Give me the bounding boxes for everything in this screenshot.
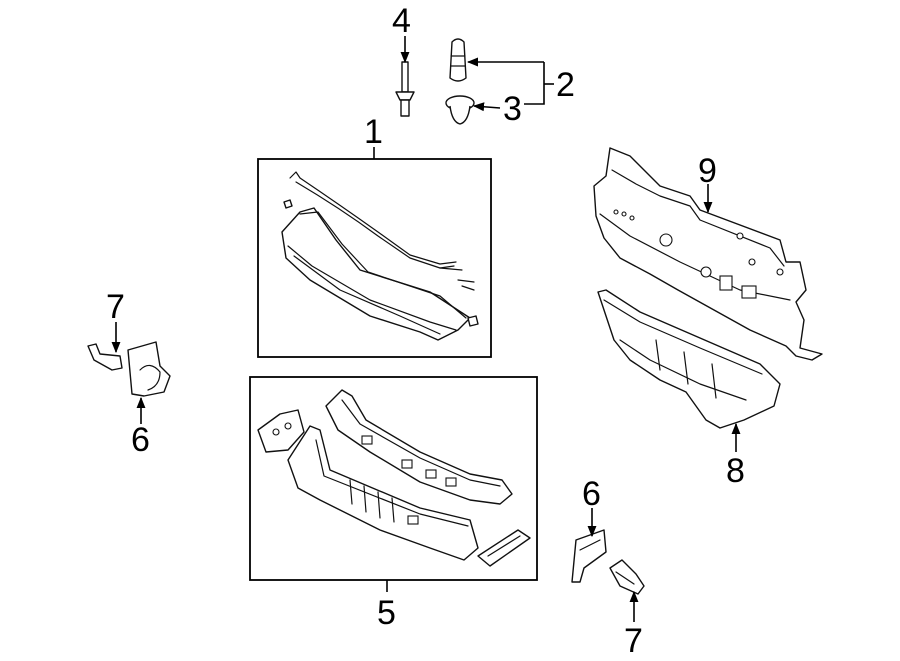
- callout-8: 8: [726, 452, 745, 490]
- part-7-right-bracket: 7: [609, 559, 645, 660]
- part-7-left-bracket: 7: [87, 288, 125, 371]
- callout-6-left: 6: [131, 421, 150, 459]
- callout-7-right: 7: [624, 622, 643, 660]
- callout-6-right: 6: [582, 475, 601, 513]
- callout-7-left: 7: [106, 288, 125, 326]
- part-4-pin: 4: [392, 2, 415, 117]
- part-6-right-bracket: 6: [571, 475, 607, 583]
- part-1-cowl-grille-box: 1: [257, 113, 492, 358]
- part-6-left-bracket: 6: [127, 341, 171, 459]
- callout-1: 1: [364, 113, 383, 151]
- part-2-clip: [449, 38, 544, 82]
- part-3-grommet: 3: [445, 90, 522, 128]
- callout-2: 2: [556, 66, 575, 104]
- callout-4: 4: [392, 2, 411, 40]
- callout-3: 3: [503, 90, 522, 128]
- part-5-cowl-panel-box: 5: [249, 376, 538, 632]
- part-9-dash-insulator: 9: [593, 147, 823, 361]
- callout-9: 9: [698, 152, 717, 190]
- callout-5: 5: [377, 594, 396, 632]
- part-8-dash-panel: 8: [597, 289, 781, 490]
